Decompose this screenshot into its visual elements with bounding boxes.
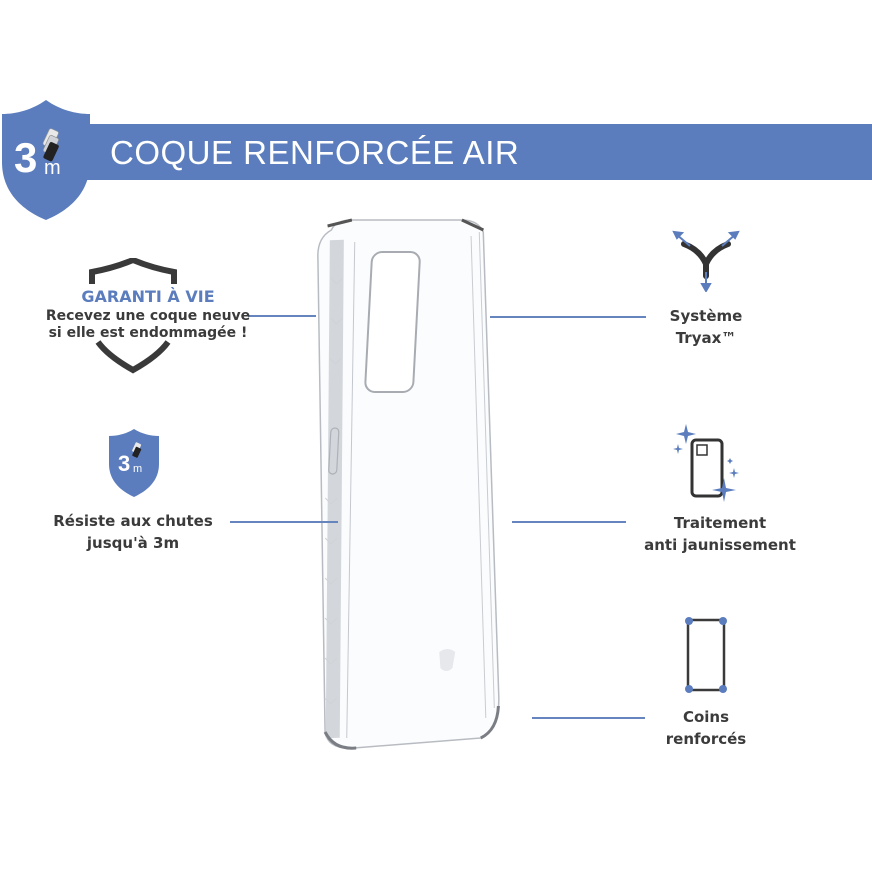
page-title: COQUE RENFORCÉE AIR: [110, 134, 520, 171]
anti-yellow-feature: Traitement anti jaunissement: [616, 512, 824, 556]
reinforced-corners-icon: [685, 617, 727, 693]
connector-line-drop: [230, 521, 338, 523]
shield-3m-icon: 3 m: [109, 429, 159, 497]
connector-line-anti-yellow: [512, 521, 626, 523]
guarantee-feature: GARANTI À VIE Recevez une coque neuve si…: [30, 286, 266, 342]
connector-line-corners: [532, 717, 645, 719]
guarantee-line-1: Recevez une coque neuve: [45, 308, 251, 324]
corners-line-1: Coins: [682, 708, 730, 726]
tryax-line-2: Tryax™: [675, 329, 737, 347]
drop-line-2: jusqu'à 3m: [86, 534, 180, 552]
svg-text:m: m: [133, 463, 142, 475]
guarantee-line-2: si elle est endommagée !: [48, 325, 248, 341]
header-bar: [78, 124, 872, 180]
svg-text:3: 3: [118, 451, 130, 476]
tryax-line-1: Système: [669, 307, 743, 325]
svg-text:3: 3: [14, 134, 37, 181]
drop-feature: Résiste aux chutes jusqu'à 3m: [38, 510, 228, 554]
anti-yellow-line-2: anti jaunissement: [644, 536, 796, 554]
sparkle-phone-icon: [673, 424, 739, 502]
tryax-arrows-icon: [672, 230, 740, 292]
connector-line-tryax: [490, 316, 646, 318]
anti-yellow-line-1: Traitement: [673, 514, 767, 532]
guarantee-title: GARANTI À VIE: [81, 287, 215, 306]
phone-case-image: [317, 218, 500, 750]
shield-outline-icon: [89, 258, 177, 374]
tryax-feature: Système Tryax™: [646, 305, 766, 349]
corners-feature: Coins renforcés: [646, 706, 766, 750]
shield-drop-icon: 3 m: [2, 100, 90, 220]
connector-line-guarantee: [248, 315, 316, 317]
drop-line-1: Résiste aux chutes: [53, 512, 213, 530]
svg-text:m: m: [44, 157, 61, 179]
corners-line-2: renforcés: [665, 730, 747, 748]
